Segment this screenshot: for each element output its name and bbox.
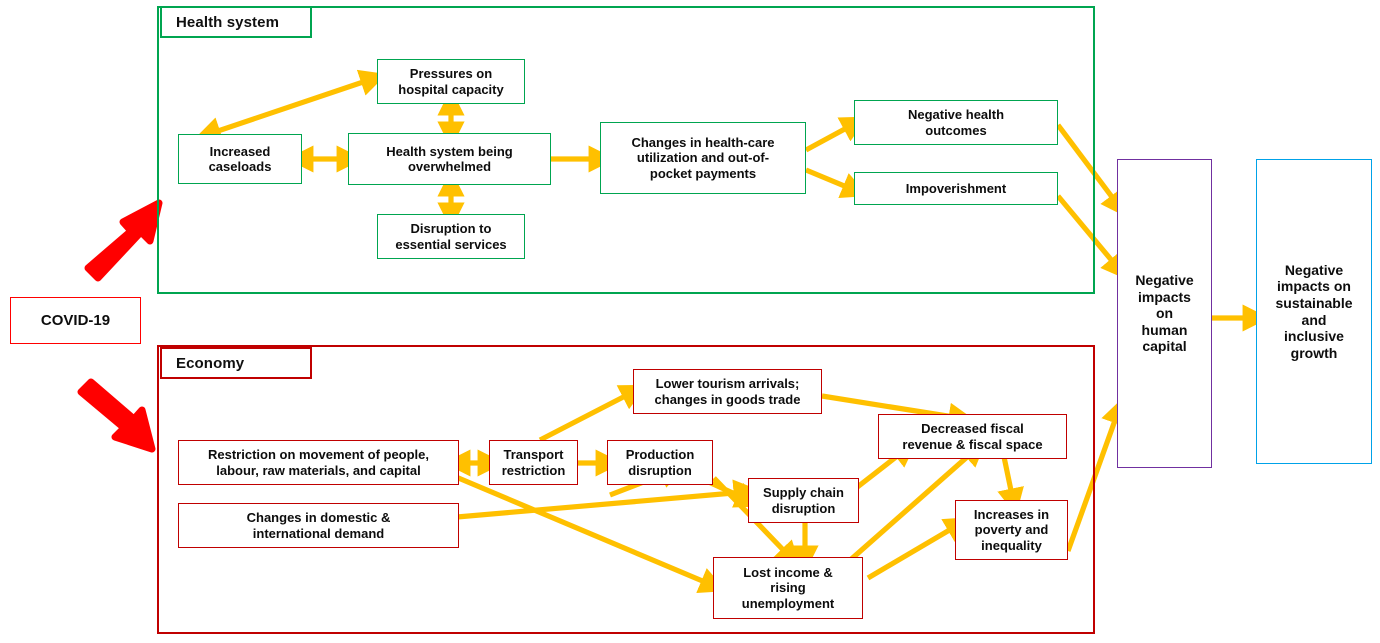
covid-arrow-up <box>84 199 163 282</box>
node-production-disruption[interactable]: Production disruption <box>607 440 713 485</box>
node-disruption-to-essential-services[interactable]: Disruption to essential services <box>377 214 525 259</box>
covid-19-box[interactable]: COVID-19 <box>10 297 141 344</box>
node-restriction-on-movement[interactable]: Restriction on movement of people, labou… <box>178 440 459 485</box>
node-increases-in-poverty-and-inequality[interactable]: Increases in poverty and inequality <box>955 500 1068 560</box>
node-transport-restriction[interactable]: Transport restriction <box>489 440 578 485</box>
node-lower-tourism-arrivals[interactable]: Lower tourism arrivals; changes in goods… <box>633 369 822 414</box>
panel-label-economy: Economy <box>160 347 312 379</box>
node-negative-health-outcomes[interactable]: Negative health outcomes <box>854 100 1058 145</box>
node-changes-in-demand[interactable]: Changes in domestic & international dema… <box>178 503 459 548</box>
panel-label-health-system: Health system <box>160 6 312 38</box>
node-impoverishment[interactable]: Impoverishment <box>854 172 1058 205</box>
node-health-system-being-overwhelmed[interactable]: Health system being overwhelmed <box>348 133 551 185</box>
node-negative-impacts-on-human-capital[interactable]: Negative impacts on human capital <box>1117 159 1212 468</box>
node-changes-in-health-care-utilization[interactable]: Changes in health-care utilization and o… <box>600 122 806 194</box>
node-decreased-fiscal-revenue[interactable]: Decreased fiscal revenue & fiscal space <box>878 414 1067 459</box>
panel-economy <box>157 345 1095 634</box>
node-increased-caseloads[interactable]: Increased caseloads <box>178 134 302 184</box>
covid-arrow-down <box>77 378 156 453</box>
panel-health-system <box>157 6 1095 294</box>
node-negative-impacts-on-growth[interactable]: Negative impacts on sustainable and incl… <box>1256 159 1372 464</box>
node-supply-chain-disruption[interactable]: Supply chain disruption <box>748 478 859 523</box>
node-lost-income-rising-unemployment[interactable]: Lost income & rising unemployment <box>713 557 863 619</box>
node-pressures-on-hospital-capacity[interactable]: Pressures on hospital capacity <box>377 59 525 104</box>
